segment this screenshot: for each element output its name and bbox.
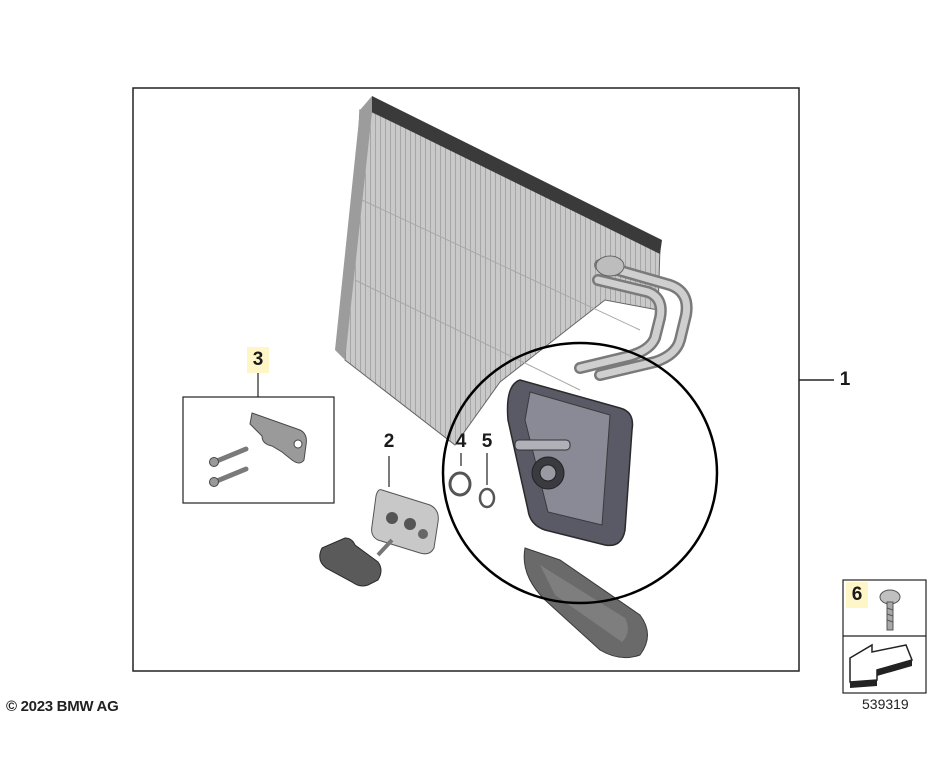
callout-6: 6	[846, 582, 868, 608]
callout-2: 2	[383, 431, 395, 452]
arrow-icon	[849, 643, 914, 688]
o-ring-4	[448, 471, 472, 497]
bracket-bolts	[209, 446, 249, 487]
callout-4: 4	[455, 431, 467, 452]
refrigerant-pipes	[574, 255, 693, 381]
callout-1: 1	[839, 369, 851, 390]
valve-retainer	[319, 537, 382, 587]
o-ring-5	[478, 487, 496, 509]
callout-5: 5	[481, 431, 493, 452]
copyright-notice: © 2023 BMW AG	[6, 698, 119, 715]
callout-3: 3	[247, 347, 269, 373]
evaporator-core	[335, 96, 662, 446]
expansion-valve	[371, 489, 439, 557]
mounting-bracket	[249, 412, 307, 464]
evaporator-flange	[506, 379, 634, 547]
part-3-box	[182, 396, 335, 504]
diagram-number: 539319	[862, 696, 909, 712]
detail-circle	[441, 341, 719, 605]
screw-icon	[879, 589, 901, 631]
